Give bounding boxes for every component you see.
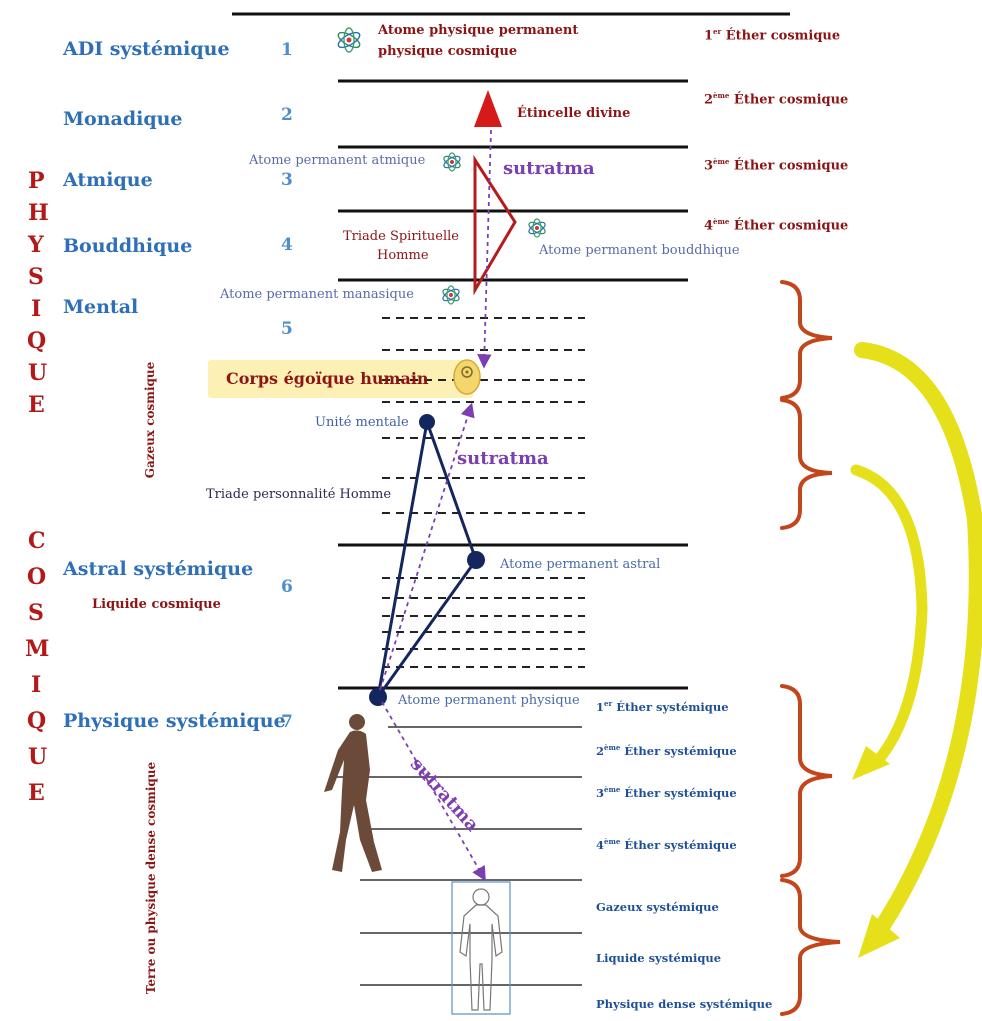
- plane-number-6: 6: [281, 577, 293, 597]
- annotation-atome-physique-cosmique-1: Atome physique permanent: [378, 23, 579, 38]
- brace-physical-ethers: [780, 684, 833, 878]
- astral-atom-dot: [467, 551, 485, 569]
- cosmic-state-liquide: Liquide cosmique: [92, 597, 221, 612]
- vertical-letter: E: [28, 780, 45, 806]
- systemic-liquide: Liquide systémique: [596, 951, 722, 965]
- atom-icon: [443, 152, 461, 172]
- human-figure-icon: [324, 714, 382, 872]
- plane-name-atmique: Atmique: [63, 169, 153, 191]
- plane-number-1: 1: [281, 40, 293, 60]
- vertical-letter: H: [28, 200, 49, 226]
- cosmic-state-terre: Terre ou physique dense cosmique: [144, 761, 158, 995]
- sutratma-label-middle: sutratma: [457, 448, 549, 469]
- plane-name-mental: Mental: [63, 296, 139, 318]
- vertical-letter: O: [27, 564, 47, 590]
- annotation-atome-astral: Atome permanent astral: [500, 557, 661, 572]
- triangle-icon: [474, 90, 502, 127]
- plane-number-4: 4: [281, 235, 293, 255]
- astral-subplane-lines: [382, 577, 585, 668]
- plane-number-5: 5: [281, 319, 293, 339]
- vertical-letter: S: [28, 264, 44, 290]
- plane-name-monadique: Monadique: [63, 108, 183, 130]
- human-outline-frame: [451, 881, 511, 1015]
- plane-number-2: 2: [281, 105, 293, 125]
- vertical-letter: Y: [28, 232, 44, 258]
- physical-atom-dot: [369, 688, 387, 706]
- brace-lower-mental: [780, 398, 833, 530]
- human-outline-icon: [459, 888, 503, 1011]
- cosmic-ether-1: 1er Éther cosmique: [704, 27, 841, 44]
- yellow-arrows: [850, 342, 982, 958]
- systemic-ether-3: 3ème Éther systémique: [596, 785, 737, 800]
- annotation-triade-personnalite: Triade personnalité Homme: [206, 487, 392, 502]
- mental-unit-dot: [419, 414, 435, 430]
- annotation-corps-egoique: Corps égoïque humain: [226, 369, 429, 388]
- sutratma-threads: [379, 129, 492, 882]
- orange-braces: [780, 280, 841, 1016]
- physical-subplane-lines: [335, 726, 582, 986]
- vertical-letter: M: [25, 636, 50, 662]
- egoic-body-icon: [453, 359, 481, 395]
- vertical-letter: Q: [27, 708, 47, 734]
- annotation-unite-mentale: Unité mentale: [315, 415, 409, 430]
- brace-physical-dense: [780, 878, 841, 1016]
- sutratma-thread-lower: [381, 701, 486, 882]
- mental-subplane-lines: [382, 317, 585, 514]
- vertical-letter: U: [28, 360, 48, 386]
- vertical-letter: I: [31, 672, 42, 698]
- plane-name-physique: Physique systémique: [63, 710, 286, 732]
- yellow-arrow-inner: [850, 464, 928, 764]
- cosmic-ether-2: 2ème Éther cosmique: [704, 91, 849, 108]
- vertical-letter: Q: [27, 328, 47, 354]
- vertical-letter: E: [28, 392, 45, 418]
- annotation-triade-spirituelle-2: Homme: [377, 248, 429, 263]
- systemic-ether-4: 4ème Éther systémique: [596, 837, 737, 852]
- atom-icon: [442, 285, 460, 305]
- plane-number-3: 3: [281, 170, 293, 190]
- sutratma-label-upper: sutratma: [503, 158, 595, 179]
- personality-triad-triangle: [376, 421, 478, 698]
- plane-number-7: 7: [281, 712, 293, 732]
- systemic-ether-2: 2ème Éther systémique: [596, 743, 737, 758]
- annotation-etincelle-divine: Étincelle divine: [517, 106, 631, 121]
- yellow-arrow-outer: [854, 342, 982, 938]
- sutratma-thread-middle: [379, 402, 475, 691]
- cosmic-state-gazeux: Gazeux cosmique: [143, 361, 157, 479]
- vertical-letter: S: [28, 600, 44, 626]
- annotation-atome-physique-cosmique-2: physique cosmique: [378, 44, 518, 59]
- vertical-letter: I: [31, 296, 42, 322]
- atom-icon: [528, 218, 546, 238]
- plane-name-adi: ADI systémique: [63, 38, 230, 60]
- plane-boundary-lines: [232, 12, 790, 690]
- plane-name-bouddhique: Bouddhique: [63, 235, 193, 257]
- vertical-letter: P: [28, 168, 45, 194]
- spiritual-triad-triangle: [473, 154, 517, 296]
- vertical-letter: U: [28, 744, 48, 770]
- annotation-atome-atmique: Atome permanent atmique: [249, 153, 426, 168]
- brace-upper-mental: [780, 280, 833, 400]
- annotation-triade-spirituelle-1: Triade Spirituelle: [343, 229, 459, 244]
- plane-name-astral: Astral systémique: [63, 558, 254, 580]
- atom-icon: [337, 27, 361, 53]
- cosmic-ether-4: 4ème Éther cosmique: [704, 217, 849, 234]
- vertical-letter: C: [28, 528, 46, 554]
- cosmic-ether-3: 3ème Éther cosmique: [704, 157, 849, 174]
- systemic-ether-1: 1er Éther systémique: [596, 699, 729, 714]
- annotation-atome-physique: Atome permanent physique: [398, 693, 580, 708]
- annotation-atome-bouddhique: Atome permanent bouddhique: [539, 243, 740, 258]
- annotation-atome-manasique: Atome permanent manasique: [220, 287, 414, 302]
- sutratma-thread-upper: [477, 129, 492, 369]
- systemic-physique-dense: Physique dense systémique: [596, 997, 773, 1011]
- systemic-gazeux: Gazeux systémique: [596, 900, 719, 914]
